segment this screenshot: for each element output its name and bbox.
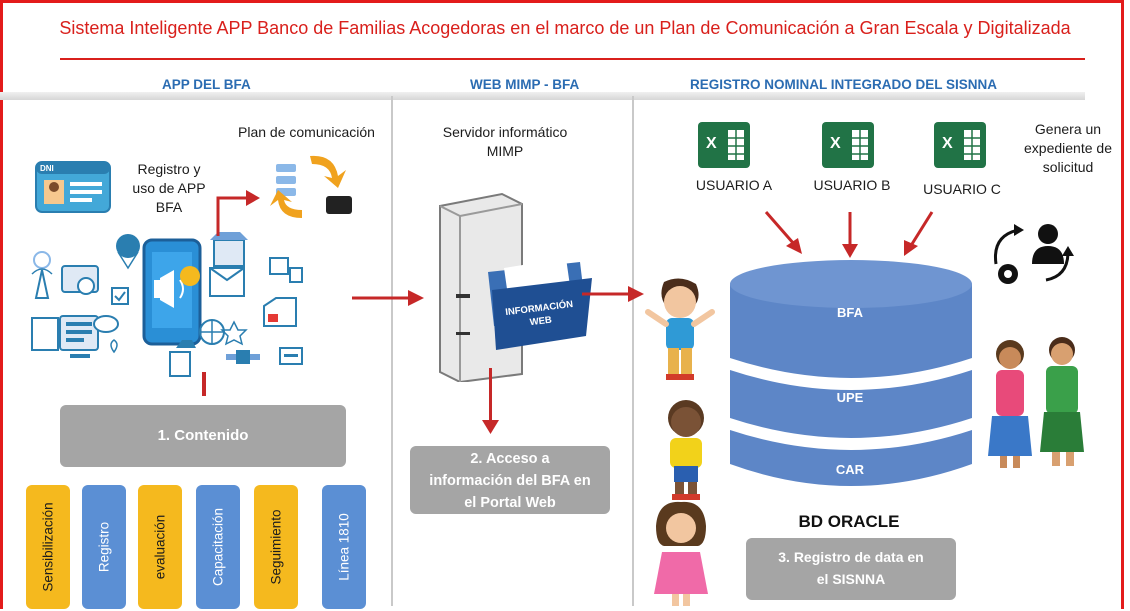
- bd-oracle-label: BD ORACLE: [798, 512, 900, 531]
- page-title: Sistema Inteligente APP Banco de Familia…: [59, 18, 1071, 38]
- tab-linea-1810: Línea 1810: [322, 485, 366, 609]
- usuario-b-label: USUARIO B: [813, 177, 891, 193]
- digital-marketing-illustration: [31, 232, 303, 377]
- child-girl: [654, 501, 708, 606]
- family-adults: [988, 337, 1084, 468]
- acceso-informacion-box: 2. Acceso a información del BFA en el Po…: [410, 446, 610, 514]
- tab-sensibilizacion: Sensibilización: [26, 485, 70, 609]
- divider-left: [391, 96, 393, 606]
- child-boy-2: [668, 400, 704, 500]
- title-underline: [60, 58, 1085, 60]
- registro-app-label: Registro y uso de APP BFA: [132, 161, 206, 215]
- excel-icon-c: X: [934, 122, 986, 168]
- child-boy-1: [645, 278, 715, 380]
- tab-registro: Registro: [82, 485, 126, 609]
- section-heading-app: APP DEL BFA: [162, 77, 251, 92]
- excel-letter-b: X: [830, 135, 841, 152]
- db-layer-car: CAR: [835, 462, 865, 477]
- excel-icon-b: X: [822, 122, 874, 168]
- contenido-box: 1. Contenido: [60, 405, 346, 467]
- excel-letter-c: X: [942, 135, 953, 152]
- connector-cluster-to-content: [202, 372, 206, 396]
- divider-right: [632, 96, 634, 606]
- usuario-a-label: USUARIO A: [695, 177, 773, 193]
- header-band: [58, 92, 1085, 100]
- dni-card-text: DNI: [40, 164, 54, 173]
- connector-server-to-access: [489, 368, 492, 426]
- tab-seguimiento: Seguimiento: [254, 485, 298, 609]
- tab-evaluacion: evaluación: [138, 485, 182, 609]
- server-illustration: [439, 192, 592, 382]
- header-band-left: [0, 92, 60, 100]
- database-cylinder: [730, 260, 972, 486]
- section-heading-web: WEB MIMP - BFA: [470, 77, 580, 92]
- tab-capacitacion: Capacitación: [196, 485, 240, 609]
- expediente-label: Genera un expediente de solicitud: [1024, 121, 1112, 175]
- process-user-icon: [993, 224, 1074, 284]
- db-layer-upe: UPE: [836, 390, 864, 405]
- excel-icon-a: X: [698, 122, 750, 168]
- plan-comunicacion-label: Plan de comunicación: [238, 124, 375, 140]
- excel-letter-a: X: [706, 135, 717, 152]
- registro-sisnna-box: 3. Registro de data en el SISNNA: [746, 538, 956, 600]
- db-layer-bfa: BFA: [837, 305, 863, 320]
- dni-card-icon: [35, 161, 111, 213]
- usuario-c-label: USUARIO C: [923, 181, 1001, 197]
- communication-plan-icon: [270, 155, 352, 218]
- section-heading-registro: REGISTRO NOMINAL INTEGRADO DEL SISNNA: [690, 77, 998, 92]
- servidor-label: Servidor informático MIMP: [442, 124, 568, 159]
- arrow-head-down: [482, 420, 499, 434]
